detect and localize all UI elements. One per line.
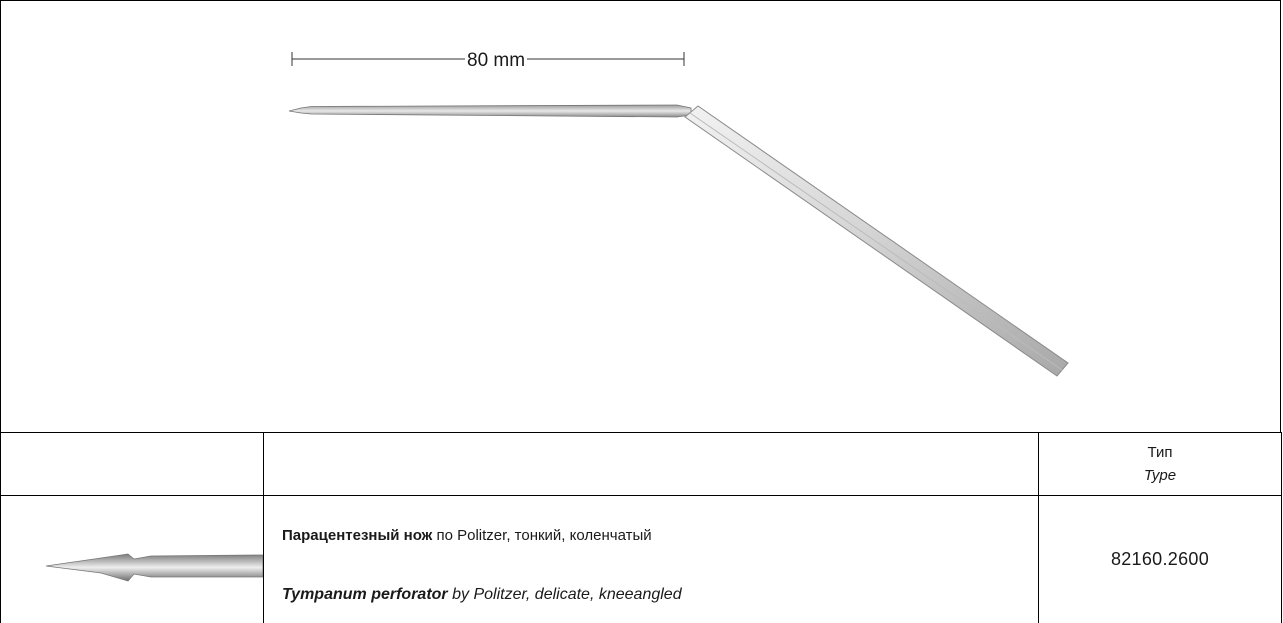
header-description-cell xyxy=(264,433,1039,496)
type-label-ru: Тип xyxy=(1039,441,1281,464)
header-type-cell: Тип Type xyxy=(1039,433,1282,496)
tip-detail-cell xyxy=(1,496,264,623)
product-details-ru: по Politzer, тонкий, коленчатый xyxy=(432,527,651,544)
instrument-illustration-panel: 80 mm xyxy=(0,0,1281,433)
description-en: Tympanum perforator by Politzer, delicat… xyxy=(282,586,682,604)
description-cell: Парацентезный нож по Politzer, тонкий, к… xyxy=(264,496,1039,623)
product-name-ru: Парацентезный нож xyxy=(282,527,432,544)
product-details-en: by Politzer, delicate, kneeangled xyxy=(448,586,682,603)
instrument-handle xyxy=(685,106,1068,376)
type-label-en: Type xyxy=(1039,464,1281,487)
table-header-row: Тип Type xyxy=(1,433,1282,496)
instrument-shaft xyxy=(289,105,691,117)
table-row: Парацентезный нож по Politzer, тонкий, к… xyxy=(1,496,1282,623)
scale-label: 80 mm xyxy=(465,50,527,72)
catalog-table: Тип Type xyxy=(0,432,1282,623)
header-image-cell xyxy=(1,433,264,496)
tip-detail-illustration xyxy=(1,496,264,618)
description-ru: Парацентезный нож по Politzer, тонкий, к… xyxy=(282,527,652,544)
instrument-illustration xyxy=(1,1,1282,434)
article-number: 82160.2600 xyxy=(1039,496,1282,623)
product-name-en: Tympanum perforator xyxy=(282,586,448,603)
